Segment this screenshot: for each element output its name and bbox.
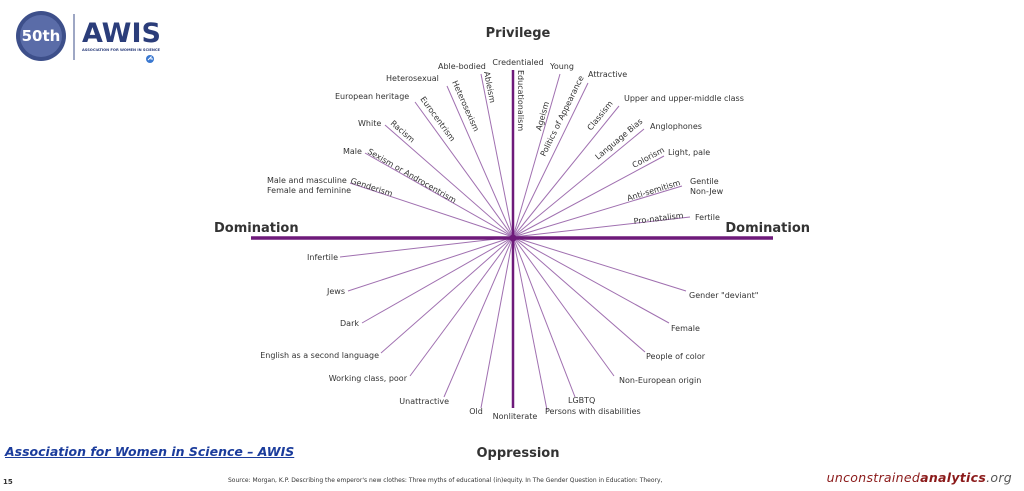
center-hub — [509, 234, 517, 242]
system-language-bias: Language Bias — [594, 117, 645, 162]
label-heterosexual: Heterosexual — [386, 74, 439, 83]
brand-part3: .org — [986, 470, 1012, 485]
label-credentialed: Credentialed — [492, 58, 543, 67]
spoke-non-european — [512, 236, 615, 377]
label-european-heritage: European heritage — [335, 92, 409, 101]
label-female-feminine: Female and feminine — [267, 186, 351, 195]
label-persons-with-disabilities: Persons with disabilities — [545, 407, 641, 416]
domination-right-title: Domination — [725, 221, 810, 236]
source-citation: Source: Morgan, K.P. Describing the empe… — [228, 477, 663, 484]
oppression-title: Oppression — [476, 446, 559, 461]
label-able-bodied: Able-bodied — [438, 62, 486, 71]
label-anglophones: Anglophones — [650, 122, 702, 131]
brand-part2: analytics — [920, 470, 987, 485]
label-working-class: Working class, poor — [329, 374, 408, 383]
spoke-working-class — [409, 236, 514, 377]
spoke-able-bodied — [480, 73, 514, 238]
domination-left-title: Domination — [214, 221, 299, 236]
spoke-fertile — [512, 216, 691, 238]
spoke-light — [512, 155, 665, 238]
awis-link[interactable]: Association for Women in Science – AWIS — [5, 444, 295, 459]
spoke-dark — [361, 236, 514, 324]
spoke-male — [364, 152, 514, 238]
label-female: Female — [671, 324, 700, 333]
system-classism: Classism — [586, 99, 615, 132]
label-dark: Dark — [340, 319, 359, 328]
spoke-unattractive — [443, 236, 514, 398]
spoke-white — [384, 124, 514, 238]
spoke-female — [512, 236, 670, 324]
spoke-masculine — [349, 182, 514, 238]
awis-logo[interactable]: 50th AWIS ASSOCIATION FOR WOMEN IN SCIEN… — [14, 8, 164, 66]
label-upper-class: Upper and upper-middle class — [624, 94, 744, 103]
system-ageism: Ageism — [534, 100, 551, 131]
share-icon-arrow — [147, 55, 153, 61]
spoke-jews — [347, 236, 514, 292]
system-eurocentrism: Eurocentrism — [418, 95, 457, 143]
label-gender-deviant: Gender "deviant" — [689, 291, 758, 300]
system-genderism: Genderism — [349, 176, 394, 198]
label-nonliterate: Nonliterate — [493, 412, 538, 421]
system-anti-semitism: Anti-semitism — [626, 178, 682, 203]
label-fertile: Fertile — [695, 213, 720, 222]
page-number: 15 — [3, 478, 13, 486]
label-young: Young — [549, 62, 574, 71]
spoke-lgbtq — [512, 236, 576, 398]
spoke-european-heritage — [414, 101, 514, 238]
oppression-labels: Infertile Jews Dark English as a second … — [260, 253, 758, 421]
system-ableism: Ableism — [482, 71, 497, 104]
label-infertile: Infertile — [307, 253, 338, 262]
spoke-gender-deviant — [512, 236, 687, 292]
label-light-pale: Light, pale — [668, 148, 710, 157]
logo-badge-text: 50th — [22, 27, 61, 45]
label-attractive: Attractive — [588, 70, 627, 79]
label-non-european-origin: Non-European origin — [619, 376, 701, 385]
label-non-jew: Non-Jew — [690, 187, 724, 196]
spoke-disabilities — [512, 236, 548, 411]
label-white: White — [358, 119, 381, 128]
spoke-esl — [380, 236, 514, 354]
spoke-infertile — [339, 236, 514, 258]
label-lgbtq: LGBTQ — [568, 396, 595, 405]
label-people-of-color: People of color — [646, 352, 706, 361]
logo-subtitle: ASSOCIATION FOR WOMEN IN SCIENCE — [82, 48, 161, 52]
label-jews: Jews — [326, 287, 345, 296]
privilege-title: Privilege — [486, 26, 551, 41]
spoke-upper-class — [512, 105, 620, 238]
brand-part1: unconstrained — [826, 470, 921, 485]
label-esl: English as a second language — [260, 351, 379, 360]
awis-logo-graphic: 50th AWIS ASSOCIATION FOR WOMEN IN SCIEN… — [16, 11, 161, 63]
spoke-old — [480, 236, 514, 409]
spoke-anglophones — [512, 128, 645, 238]
system-pro-natalism: Pro-natalism — [633, 211, 684, 226]
spoke-gentile — [512, 185, 683, 238]
spoke-attractive — [512, 82, 589, 238]
share-icon[interactable] — [146, 55, 154, 63]
system-heterosexism: Heterosexism — [450, 79, 481, 133]
system-educationalism: Educationalism — [516, 70, 525, 131]
brand-wordmark[interactable]: unconstrainedanalytics.org — [827, 470, 1012, 485]
logo-circle-inner — [20, 15, 62, 57]
spoke-young — [512, 73, 561, 238]
privilege-labels: Credentialed Able-bodied Young Heterosex… — [267, 58, 744, 222]
label-male-masculine: Male and masculine — [267, 176, 347, 185]
label-male: Male — [343, 147, 362, 156]
spoke-people-of-color — [512, 236, 646, 353]
logo-title: AWIS — [82, 18, 161, 49]
spokes — [339, 73, 691, 411]
label-unattractive: Unattractive — [399, 397, 449, 406]
label-old: Old — [469, 407, 483, 416]
spoke-heterosexual — [446, 85, 514, 238]
label-gentile: Gentile — [690, 177, 719, 186]
